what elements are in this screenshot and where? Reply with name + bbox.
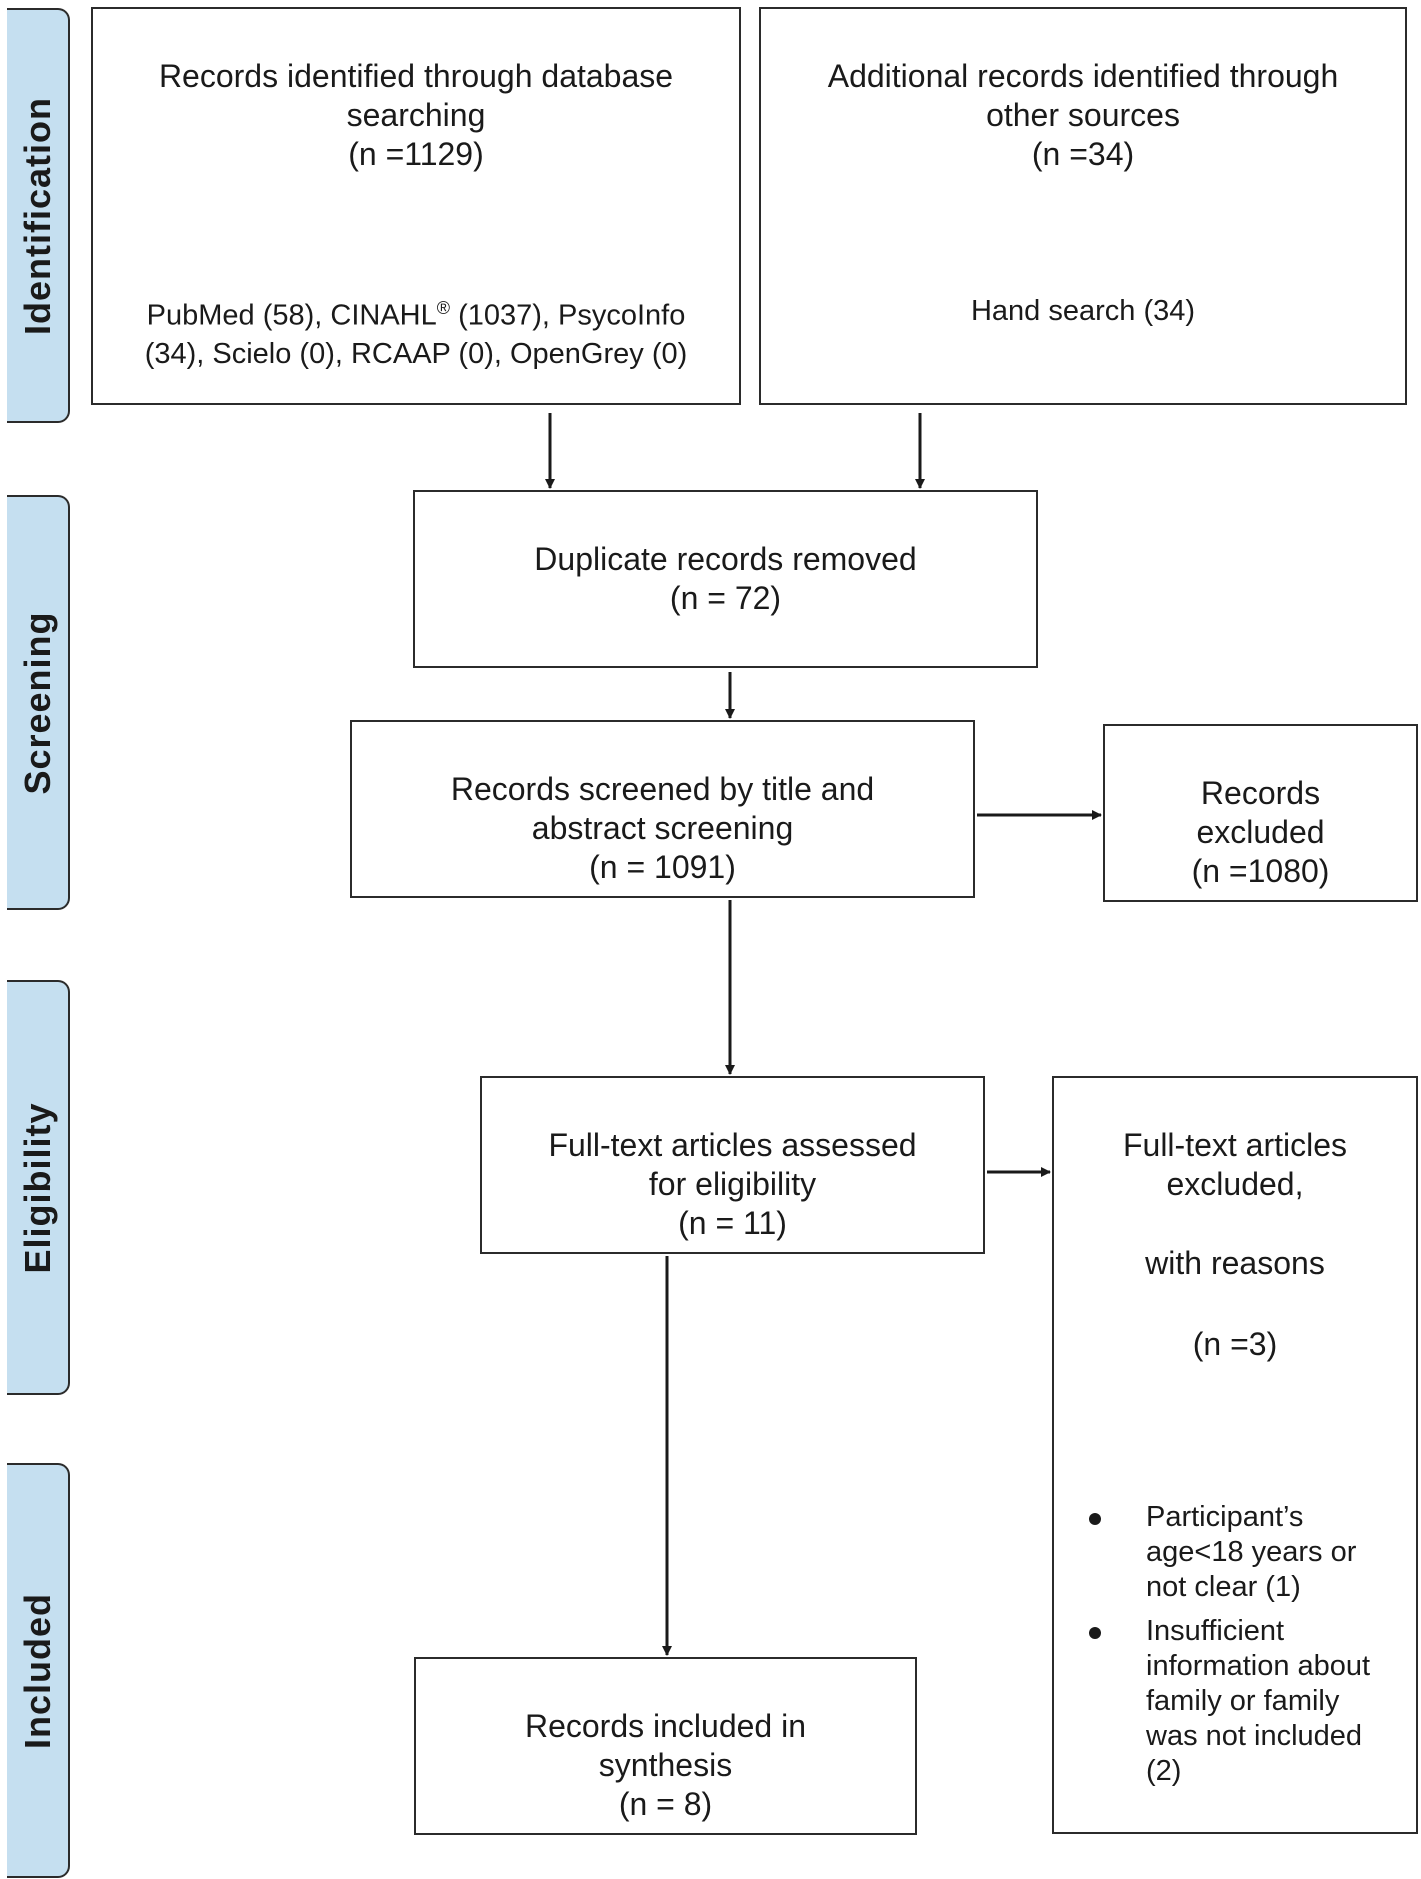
- screened-title-line1: Records screened by title and: [450, 771, 875, 807]
- bullet-icon: [1089, 1627, 1101, 1639]
- excluded-title-line2: excluded: [1196, 814, 1325, 850]
- included-count: (n = 8): [618, 1786, 713, 1822]
- fulltext-excluded-box: Full-text articles excluded, with reason…: [1052, 1076, 1418, 1834]
- other-sources-box: Additional records identified through ot…: [759, 7, 1407, 405]
- exclusion-reason-item: Insufficient information about family or…: [1084, 1614, 1396, 1789]
- excluded-count: (n =1080): [1191, 853, 1330, 889]
- included-title-line1: Records included in: [524, 1708, 807, 1744]
- fulltext-excluded-count: (n =3): [1192, 1326, 1278, 1362]
- database-sources-line1: PubMed (58), CINAHL® (1037), PsycoInfo: [146, 298, 686, 332]
- excluded-title-line1: Records: [1200, 775, 1321, 811]
- exclusion-reasons-list: Participant’s age<18 years or not clear …: [1084, 1500, 1396, 1798]
- database-records-box: Records identified through database sear…: [91, 7, 741, 405]
- fulltext-title-line1: Full-text articles assessed: [548, 1127, 917, 1163]
- database-title-line1: Records identified through database: [158, 58, 674, 94]
- phase-identification: Identification: [7, 8, 70, 423]
- duplicates-removed-box: Duplicate records removed (n = 72): [413, 490, 1038, 668]
- screened-title-line2: abstract screening: [531, 810, 794, 846]
- included-title-line2: synthesis: [598, 1747, 733, 1783]
- bullet-icon: [1089, 1513, 1101, 1525]
- phase-included: Included: [7, 1463, 70, 1878]
- duplicates-title: Duplicate records removed: [534, 541, 917, 577]
- other-sources-title-line1: Additional records identified through: [827, 58, 1339, 94]
- fulltext-excluded-title-line2: excluded,: [1166, 1166, 1304, 1202]
- fulltext-assessed-box: Full-text articles assessed for eligibil…: [480, 1076, 985, 1254]
- database-title-line2: searching: [346, 97, 486, 133]
- records-included-box: Records included in synthesis (n = 8): [414, 1657, 917, 1835]
- fulltext-count: (n = 11): [678, 1205, 787, 1241]
- records-excluded-box: Records excluded (n =1080): [1103, 724, 1418, 902]
- duplicates-count: (n = 72): [669, 580, 782, 616]
- other-sources-count: (n =34): [1031, 136, 1135, 172]
- fulltext-title-line2: for eligibility: [648, 1166, 817, 1202]
- phase-screening: Screening: [7, 495, 70, 910]
- fulltext-excluded-reasons: with reasons: [1145, 1245, 1325, 1281]
- database-sources-line2: (34), Scielo (0), RCAAP (0), OpenGrey (0…: [144, 337, 688, 370]
- phase-eligibility: Eligibility: [7, 980, 70, 1395]
- screened-count: (n = 1091): [589, 849, 736, 885]
- database-count: (n =1129): [348, 136, 484, 172]
- other-sources-detail: Hand search (34): [970, 295, 1196, 327]
- exclusion-reason-item: Participant’s age<18 years or not clear …: [1084, 1500, 1396, 1605]
- records-screened-box: Records screened by title and abstract s…: [350, 720, 975, 898]
- other-sources-title-line2: other sources: [986, 97, 1180, 133]
- fulltext-excluded-title-line1: Full-text articles: [1122, 1127, 1348, 1163]
